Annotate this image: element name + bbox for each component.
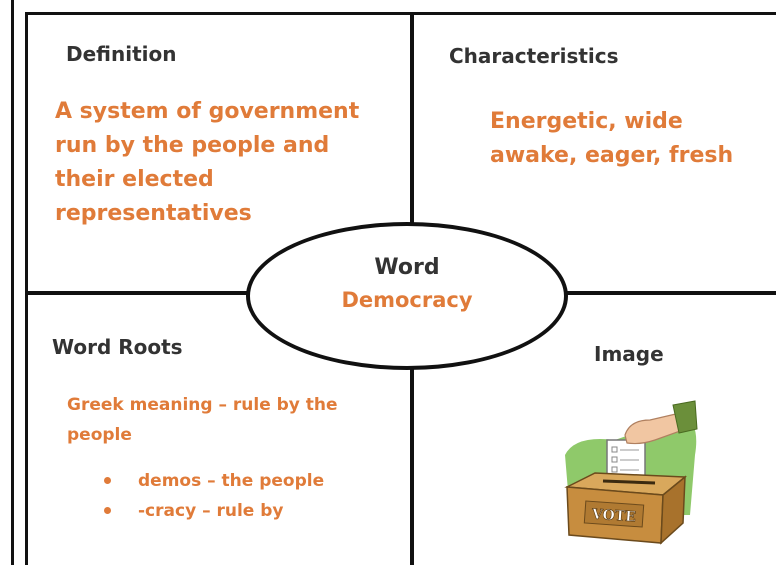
frame-top-border xyxy=(25,12,776,15)
definition-heading: Definition xyxy=(66,42,177,66)
frame-left-border xyxy=(25,12,28,565)
sleeve-shape xyxy=(672,400,698,434)
box-side xyxy=(660,475,686,545)
center-word-ellipse xyxy=(246,222,568,370)
list-item: demos – the people xyxy=(104,466,324,496)
left-edge-line xyxy=(11,0,14,565)
bullet-text: -cracy – rule by xyxy=(138,501,284,521)
characteristics-heading: Characteristics xyxy=(449,44,619,68)
word-roots-heading: Word Roots xyxy=(52,335,183,359)
word-roots-text: Greek meaning – rule by the people xyxy=(67,395,338,445)
bullet-dot xyxy=(104,477,111,484)
vote-label: VOTE xyxy=(590,506,636,525)
center-label: Word xyxy=(374,255,440,280)
vote-label-plate xyxy=(583,500,645,528)
characteristics-text: Energetic, wide awake, eager, fresh xyxy=(490,109,734,168)
bullet-text: demos – the people xyxy=(138,471,325,491)
definition-text: A system of government run by the people… xyxy=(55,99,360,226)
center-word-group: Word Democracy xyxy=(246,252,568,316)
list-item: -cracy – rule by xyxy=(104,496,324,526)
image-heading: Image xyxy=(594,342,664,366)
center-word: Democracy xyxy=(341,288,473,312)
ballot-box-icon: VOTE xyxy=(564,400,698,545)
word-roots-bullet-list: demos – the people -cracy – rule by xyxy=(104,466,324,526)
bullet-dot xyxy=(104,507,111,514)
